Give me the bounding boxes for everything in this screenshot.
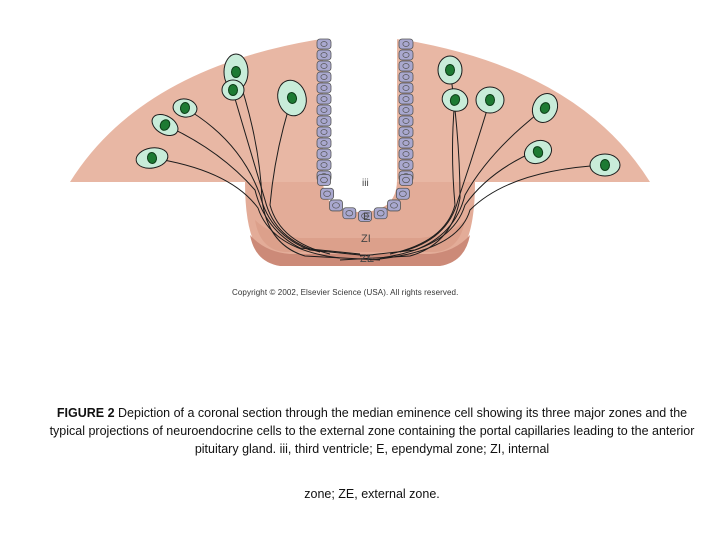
caption-label: FIGURE 2	[56, 406, 115, 420]
ependymal-cell	[316, 137, 332, 149]
ependymal-cell	[398, 71, 414, 83]
ependymal-cell	[387, 199, 401, 212]
ependymal-lining	[316, 38, 414, 222]
ependymal-cell	[398, 115, 414, 127]
ependymal-cell	[398, 49, 414, 61]
ependymal-cell	[316, 82, 332, 94]
ependymal-cell	[358, 210, 372, 222]
neuron-nucleus	[159, 119, 171, 131]
ependymal-cell	[316, 38, 332, 50]
neuron-nucleus	[532, 146, 544, 158]
caption-tail: zone; ZE, external zone.	[304, 487, 440, 501]
ependymal-cell	[317, 174, 331, 186]
ependymal-cell	[398, 137, 414, 149]
neuron-somas	[135, 53, 621, 177]
ependymal-cell	[316, 159, 332, 171]
ependymal-cell	[316, 148, 332, 160]
ependymal-cell	[398, 38, 414, 50]
neuron-nucleus	[228, 84, 238, 96]
ependymal-cell	[398, 93, 414, 105]
label-ependymal-zone: E	[363, 211, 370, 223]
ependymal-cell	[399, 174, 413, 186]
ependymal-cell	[398, 159, 414, 171]
ependymal-cell	[320, 187, 335, 200]
ependymal-cell	[398, 126, 414, 138]
figure-caption: FIGURE 2 Depiction of a coronal section …	[48, 404, 696, 503]
median-eminence-diagram: iii E ZI ZE	[60, 30, 660, 310]
ependymal-cell	[316, 93, 332, 105]
external-zone-band	[250, 235, 470, 266]
ependymal-cell	[316, 60, 332, 72]
neuron-nucleus	[179, 102, 191, 114]
ependymal-cell	[316, 126, 332, 138]
ependymal-cell	[316, 115, 332, 127]
label-third-ventricle: iii	[362, 178, 369, 189]
ependymal-cell	[395, 187, 410, 200]
third-ventricle	[323, 30, 397, 212]
ependymal-cell	[398, 104, 414, 116]
neuron-nucleus	[146, 152, 158, 164]
ependymal-cell	[316, 49, 332, 61]
label-external-zone: ZE	[360, 253, 374, 265]
neuron-nucleus	[231, 66, 241, 78]
ependymal-cell	[398, 60, 414, 72]
neuron-nucleus	[286, 92, 298, 104]
ependymal-cell	[329, 199, 343, 212]
neuron-nucleus	[449, 94, 461, 106]
label-internal-zone: ZI	[361, 233, 371, 245]
neuron-nucleus	[485, 94, 495, 106]
neuron-nucleus	[600, 159, 610, 171]
caption-text: Depiction of a coronal section through t…	[49, 406, 695, 456]
ependymal-cell	[316, 104, 332, 116]
neuron-nucleus	[445, 64, 455, 76]
ependymal-cell	[398, 148, 414, 160]
ependymal-cell	[398, 82, 414, 94]
neuron-nucleus	[539, 102, 551, 114]
copyright-notice: Copyright © 2002, Elsevier Science (USA)…	[232, 288, 459, 297]
ependymal-cell	[316, 71, 332, 83]
internal-zone-band	[255, 220, 465, 252]
ependymal-cell	[373, 207, 388, 220]
ependymal-cell	[342, 207, 357, 220]
